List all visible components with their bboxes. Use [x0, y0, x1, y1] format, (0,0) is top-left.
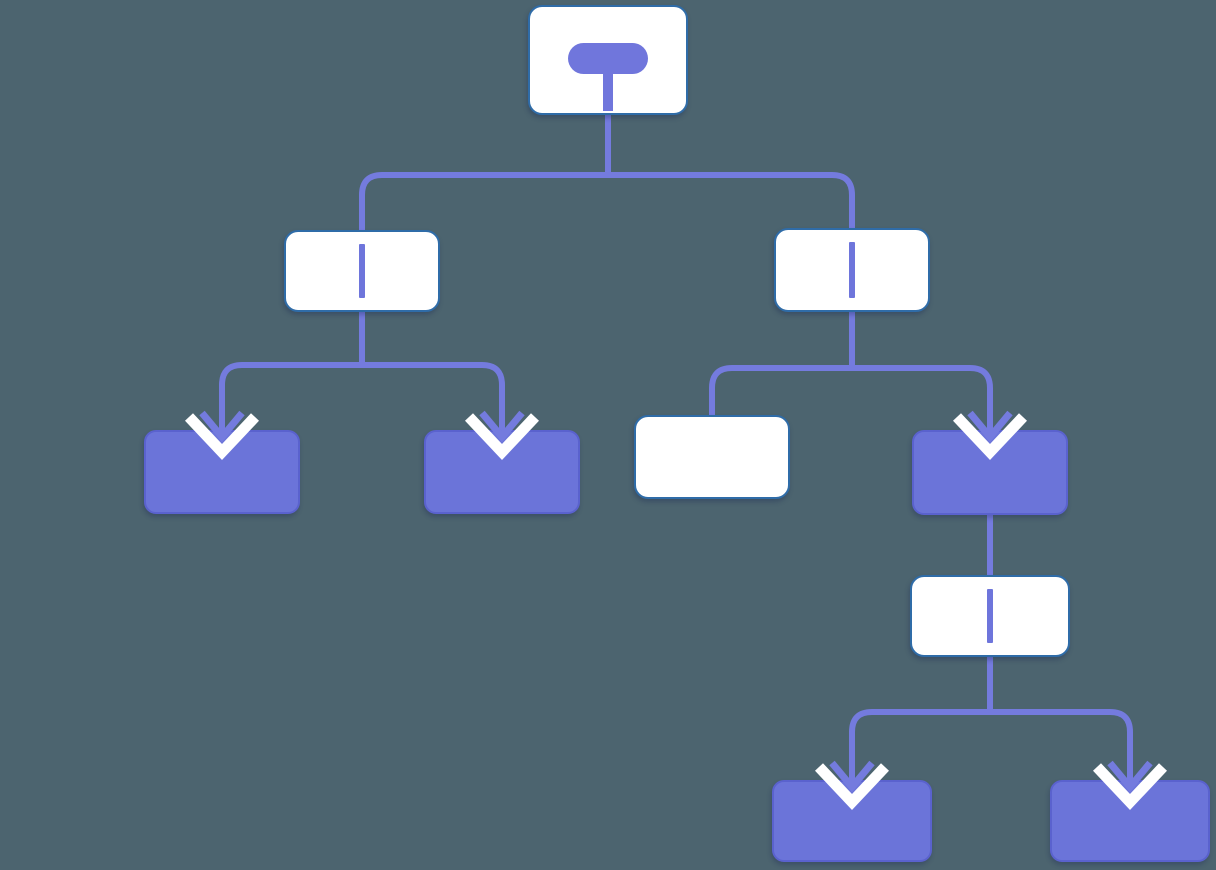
- divider-bar-icon: [359, 244, 365, 298]
- tree-node-leaf-3[interactable]: [772, 780, 932, 862]
- arrowhead-chevron-icon: [464, 410, 540, 461]
- tree-node-plain-white[interactable]: [634, 415, 790, 499]
- connector-edge-branch-left-leaf-2: [359, 302, 505, 430]
- root-stem-icon: [603, 71, 613, 111]
- arrowhead-chevron-icon: [952, 410, 1028, 461]
- arrowhead-chevron-icon: [1092, 760, 1168, 811]
- connector-edge-branch-right-plain-white: [709, 302, 855, 427]
- arrowhead-chevron-icon: [184, 410, 260, 461]
- tree-node-branch-left[interactable]: [284, 230, 440, 312]
- connector-edge-branch-bottom-leaf-3: [849, 647, 993, 780]
- tree-node-branch-bottom[interactable]: [910, 575, 1070, 657]
- tree-node-branch-right[interactable]: [774, 228, 930, 312]
- divider-bar-icon: [849, 242, 855, 298]
- tree-node-root[interactable]: [528, 5, 688, 115]
- connector-edge-branch-left-leaf-1: [219, 302, 365, 430]
- divider-bar-icon: [987, 589, 993, 643]
- root-pill-icon: [568, 43, 648, 74]
- connector-edge-root-branch-right: [605, 105, 855, 240]
- connector-edge-branch-bottom-leaf-4: [987, 647, 1133, 780]
- arrowhead-chevron-icon: [814, 760, 890, 811]
- connector-edge-branch-right-mid-purple: [849, 302, 993, 430]
- connector-edge-root-branch-left: [359, 105, 611, 242]
